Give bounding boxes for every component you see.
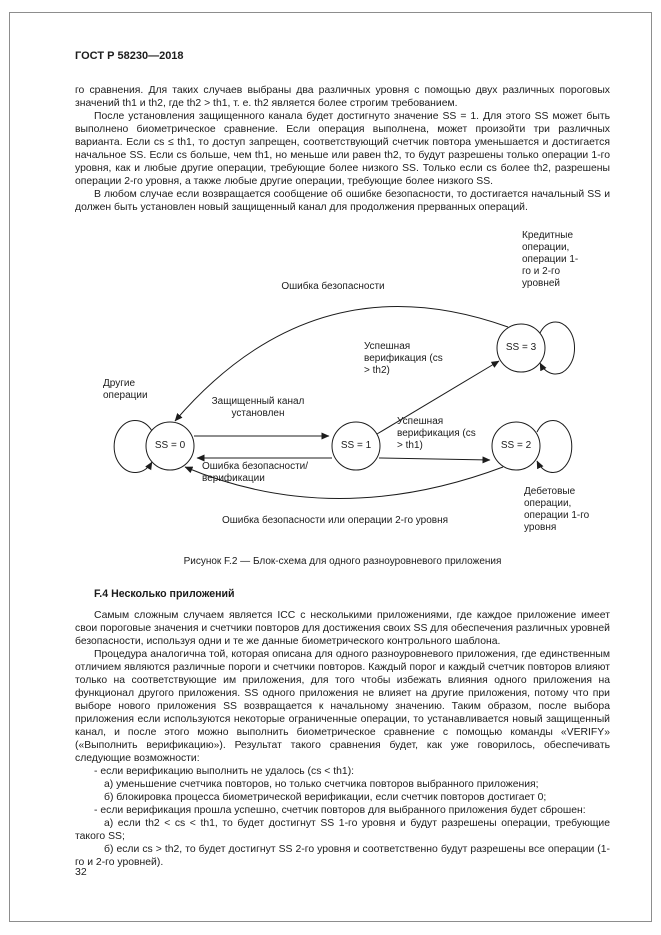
paragraph: В любом случае если возвращается сообщен… xyxy=(75,189,610,213)
list-item: - если верификацию выполнить не удалось … xyxy=(94,766,355,777)
state-label-ss2: SS = 2 xyxy=(500,440,532,451)
arrow-error-or-level2-ss2-to-ss0 xyxy=(184,466,504,499)
self-loop-ss3 xyxy=(539,321,575,375)
label-security-error: Ошибка безопасности xyxy=(281,281,385,292)
figure-caption: Рисунок F.2 — Блок-схема для одного разн… xyxy=(183,556,502,567)
state-circle-ss3 xyxy=(496,323,546,373)
page-content: ГОСТ Р 58230—2018 го сравнения. Для таки… xyxy=(75,50,610,869)
label-error-or-level2: Ошибка безопасности или операции 2-го ур… xyxy=(221,515,449,526)
section-heading: F.4 Несколько приложений xyxy=(94,588,235,600)
paragraph: После установления защищенного канала бу… xyxy=(75,111,610,187)
state-diagram: Ошибка безопасности Кредитные операции, … xyxy=(75,230,610,542)
state-circle-ss0 xyxy=(145,421,195,471)
label-success-th2: Успешная верификация (cs > th2) xyxy=(364,341,443,376)
label-security-verification-error: Ошибка безопасности/ верификации xyxy=(202,461,309,484)
label-other-operations: Другие операции xyxy=(103,378,148,401)
self-loop-ss0 xyxy=(113,420,153,473)
state-label-ss1: SS = 1 xyxy=(340,440,372,451)
paragraph: Процедура аналогична той, которая описан… xyxy=(75,649,610,764)
state-label-ss3: SS = 3 xyxy=(505,342,537,353)
label-success-th1: Успешная верификация (cs > th1) xyxy=(397,416,476,451)
arrow-security-error-ss3-to-ss0 xyxy=(174,305,509,422)
list-subitem: б) если cs > th2, то будет достигнут SS … xyxy=(75,844,610,868)
state-circle-ss1 xyxy=(331,421,381,471)
label-secure-channel: Защищенный канал установлен xyxy=(211,396,305,419)
document-header: ГОСТ Р 58230—2018 xyxy=(75,50,184,62)
self-loop-ss2 xyxy=(536,420,573,473)
state-diagram-svg xyxy=(113,305,575,499)
arrow-success-th1-ss1-to-ss2 xyxy=(378,456,491,464)
list-subitem: б) блокировка процесса биометрической ве… xyxy=(104,792,547,803)
state-label-ss0: SS = 0 xyxy=(154,440,186,451)
paragraph-continuation: го сравнения. Для таких случаев выбраны … xyxy=(75,85,610,109)
page-number: 32 xyxy=(75,866,87,878)
list-subitem: а) уменьшение счетчика повторов, но толь… xyxy=(104,779,539,790)
label-debit-operations: Дебетовые операции, операции 1-го уровня xyxy=(524,486,590,533)
state-circle-ss2 xyxy=(491,421,541,471)
arrow-success-th2-ss1-to-ss3 xyxy=(376,360,500,435)
paragraph: Самым сложным случаем является ICC с нес… xyxy=(75,610,610,647)
list-subitem: а) если th2 < cs < th1, то будет достигн… xyxy=(75,818,610,842)
list-item: - если верификация прошла успешно, счетч… xyxy=(94,805,586,816)
label-credit-operations: Кредитные операции, операции 1-го и 2-го… xyxy=(522,230,579,289)
